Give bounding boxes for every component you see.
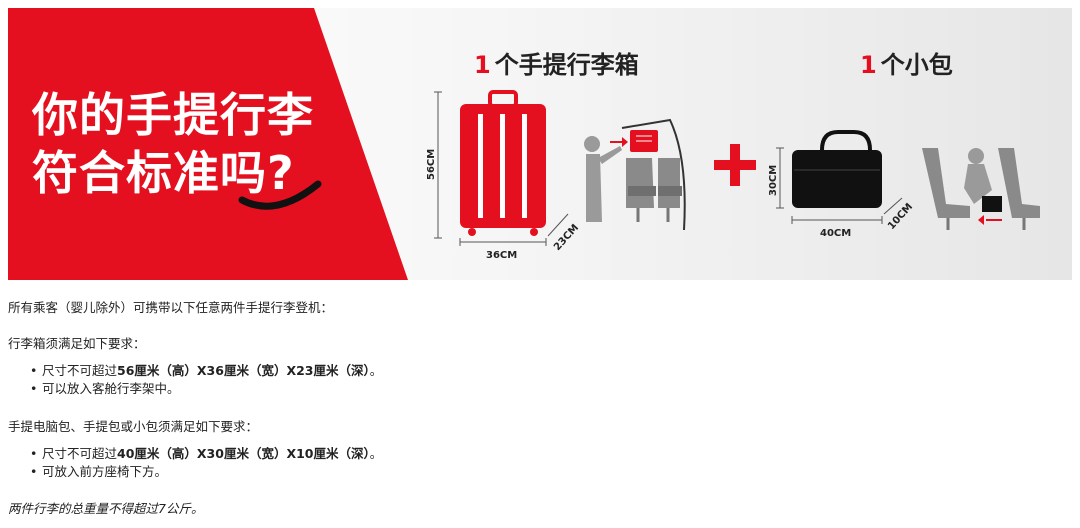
rule-text: 可放入前方座椅下方。 — [42, 464, 168, 479]
rule-suffix: 。 — [369, 446, 383, 461]
list-item: 可放入前方座椅下方。 — [30, 463, 382, 481]
rule-dimension: 56厘米（高）X36厘米（宽）X23厘米（深） — [117, 363, 370, 378]
rule-text: 可以放入客舱行李架中。 — [42, 381, 180, 396]
suitcase-height-dimension: 56CM — [426, 91, 442, 239]
bag-depth-label: 10CM — [886, 201, 915, 232]
bag-depth-dimension: 10CM — [883, 197, 915, 232]
list-item: 可以放入客舱行李架中。 — [30, 380, 382, 398]
bag-heading: 手提电脑包、手提包或小包须满足如下要求： — [8, 419, 259, 434]
small-bag-icon — [792, 130, 882, 208]
rule-text: 尺寸不可超过 — [42, 363, 118, 378]
suitcase-height-label: 56CM — [426, 149, 437, 180]
bag-width-dimension: 40CM — [791, 216, 883, 239]
weight-note: 两件行李的总重量不得超过7公斤。 — [8, 501, 204, 516]
bag-height-label: 30CM — [768, 165, 779, 196]
overhead-bin-scene-icon — [584, 118, 686, 231]
under-seat-scene-icon — [922, 148, 1040, 230]
red-panel — [8, 8, 408, 280]
headline-line-2: 符合标准吗? — [32, 146, 295, 200]
rule-text: 尺寸不可超过 — [42, 446, 118, 461]
list-item: 尺寸不可超过56厘米（高）X36厘米（宽）X23厘米（深）。 — [30, 362, 382, 380]
smile-decoration — [238, 180, 322, 210]
bag-width-label: 40CM — [820, 228, 851, 239]
suitcase-width-dimension: 36CM — [459, 238, 547, 261]
suitcase-rules-list: 尺寸不可超过56厘米（高）X36厘米（宽）X23厘米（深）。 可以放入客舱行李架… — [8, 362, 382, 398]
suitcase-count: 1 — [474, 51, 491, 79]
bag-height-dimension: 30CM — [768, 147, 784, 209]
list-item: 尺寸不可超过40厘米（高）X30厘米（宽）X10厘米（深）。 — [30, 445, 382, 463]
suitcase-depth-dimension: 23CM — [547, 213, 581, 253]
bag-count: 1 — [860, 51, 877, 79]
suitcase-icon — [460, 90, 546, 236]
plus-icon — [714, 144, 756, 186]
suitcase-width-label: 36CM — [486, 250, 517, 261]
baggage-illustration: 56CM 36CM 23CM — [426, 90, 1040, 261]
bag-caption-text: 个小包 — [880, 51, 953, 79]
intro-text: 所有乘客（婴儿除外）可携带以下任意两件手提行李登机： — [8, 300, 334, 315]
headline-line-1: 你的手提行李 — [32, 88, 314, 142]
suitcase-heading: 行李箱须满足如下要求： — [8, 336, 146, 351]
bag-rules-list: 尺寸不可超过40厘米（高）X30厘米（宽）X10厘米（深）。 可放入前方座椅下方… — [8, 445, 382, 481]
rule-suffix: 。 — [369, 363, 383, 378]
suitcase-caption-text: 个手提行李箱 — [494, 51, 639, 79]
rule-dimension: 40厘米（高）X30厘米（宽）X10厘米（深） — [117, 446, 370, 461]
